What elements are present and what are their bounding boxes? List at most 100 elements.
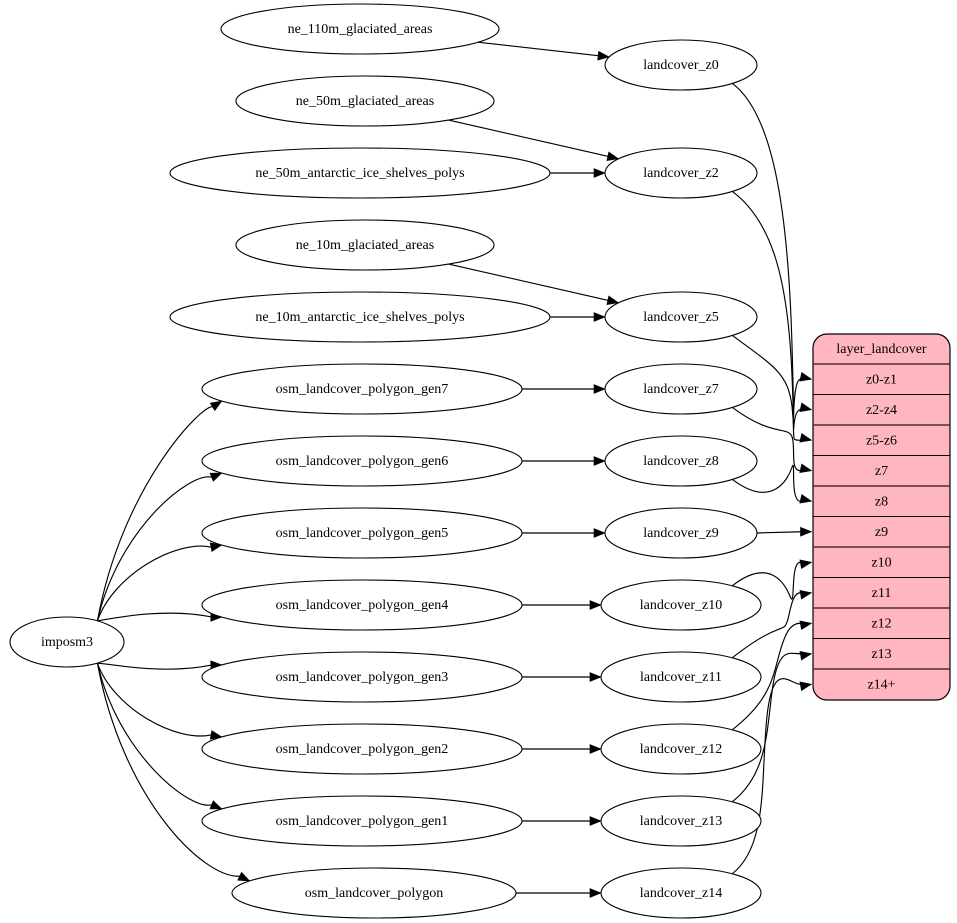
node-landcover_z11[interactable]: landcover_z11 — [600, 651, 762, 703]
node-ellipse[interactable] — [220, 3, 500, 55]
node-ellipse[interactable] — [169, 147, 551, 199]
edge-arrowhead — [209, 800, 223, 810]
edge-arrowhead — [209, 472, 223, 482]
edge-arrowhead — [593, 168, 606, 178]
table-row[interactable]: z7 — [813, 456, 950, 487]
table-row[interactable]: z8 — [813, 486, 950, 517]
table-row-hit[interactable] — [813, 578, 950, 609]
node-ellipse[interactable] — [231, 867, 517, 919]
node-ne_10m_glaciated_areas[interactable]: ne_10m_glaciated_areas — [235, 219, 495, 271]
edge-arrowhead — [593, 384, 606, 394]
table-row-hit[interactable] — [813, 395, 950, 426]
edge-arrowhead — [593, 528, 606, 538]
node-ellipse[interactable] — [604, 507, 758, 559]
node-osm_landcover_polygon[interactable]: osm_landcover_polygon — [231, 867, 517, 919]
edge-to-table — [731, 622, 801, 731]
edge-ne_10m_glaciated_areas — [448, 263, 608, 301]
table-row[interactable]: z13 — [813, 639, 950, 670]
node-ne_50m_antarctic_ice_shelves_polys[interactable]: ne_50m_antarctic_ice_shelves_polys — [169, 147, 551, 199]
node-ellipse[interactable] — [600, 579, 762, 631]
node-landcover_z10[interactable]: landcover_z10 — [600, 579, 762, 631]
edges-layer — [96, 41, 813, 898]
table-row-hit[interactable] — [813, 608, 950, 639]
node-landcover_z13[interactable]: landcover_z13 — [600, 795, 762, 847]
node-ellipse[interactable] — [604, 291, 758, 343]
edge-arrowhead — [799, 433, 813, 443]
node-ellipse[interactable] — [9, 616, 125, 668]
table-row[interactable]: z10 — [813, 547, 950, 578]
table-row[interactable]: z12 — [813, 608, 950, 639]
node-ellipse[interactable] — [169, 291, 551, 343]
node-ellipse[interactable] — [201, 579, 523, 631]
edge-arrowhead — [799, 590, 813, 600]
table-row-hit[interactable] — [813, 456, 950, 487]
table-row[interactable]: z9 — [813, 517, 950, 548]
node-ellipse[interactable] — [201, 651, 523, 703]
table-row[interactable]: z14+ — [813, 669, 950, 700]
table-row-hit[interactable] — [813, 486, 950, 517]
node-ellipse[interactable] — [604, 363, 758, 415]
edge-to-table — [731, 561, 801, 600]
edge-arrowhead — [589, 600, 602, 610]
edge-imposm3 — [96, 476, 212, 621]
node-osm_landcover_polygon_gen5[interactable]: osm_landcover_polygon_gen5 — [201, 507, 523, 559]
node-landcover_z5[interactable]: landcover_z5 — [604, 291, 758, 343]
node-landcover_z0[interactable]: landcover_z0 — [604, 39, 758, 91]
node-ne_110m_glaciated_areas[interactable]: ne_110m_glaciated_areas — [220, 3, 500, 55]
node-landcover_z7[interactable]: landcover_z7 — [604, 363, 758, 415]
table-row[interactable]: z0-z1 — [813, 364, 950, 395]
edge-ne_50m_glaciated_areas — [448, 119, 608, 157]
node-landcover_z14[interactable]: landcover_z14 — [600, 867, 762, 919]
node-ellipse[interactable] — [600, 867, 762, 919]
node-ne_50m_glaciated_areas[interactable]: ne_50m_glaciated_areas — [235, 75, 495, 127]
node-landcover_z9[interactable]: landcover_z9 — [604, 507, 758, 559]
node-ellipse[interactable] — [201, 507, 523, 559]
edge-arrowhead — [597, 50, 610, 61]
table-row-hit[interactable] — [813, 425, 950, 456]
edge-to-table — [732, 190, 801, 431]
table-row-hit[interactable] — [813, 669, 950, 700]
node-ellipse[interactable] — [201, 795, 523, 847]
table-row-hit[interactable] — [813, 517, 950, 548]
node-ellipse[interactable] — [235, 75, 495, 127]
node-landcover_z2[interactable]: landcover_z2 — [604, 147, 758, 199]
nodes-layer: imposm3 ne_110m_glaciated_areas ne_50m_gla… — [9, 3, 762, 919]
node-osm_landcover_polygon_gen1[interactable]: osm_landcover_polygon_gen1 — [201, 795, 523, 847]
node-ellipse[interactable] — [201, 363, 523, 415]
node-ne_10m_antarctic_ice_shelves_polys[interactable]: ne_10m_antarctic_ice_shelves_polys — [169, 291, 551, 343]
node-ellipse[interactable] — [604, 435, 758, 487]
node-osm_landcover_polygon_gen2[interactable]: osm_landcover_polygon_gen2 — [201, 723, 523, 775]
edge-arrowhead — [593, 312, 606, 322]
table-row[interactable]: z11 — [813, 578, 950, 609]
node-osm_landcover_polygon_gen7[interactable]: osm_landcover_polygon_gen7 — [201, 363, 523, 415]
edge-to-table — [732, 82, 801, 418]
node-osm_landcover_polygon_gen6[interactable]: osm_landcover_polygon_gen6 — [201, 435, 523, 487]
node-imposm3[interactable]: imposm3 — [9, 616, 125, 668]
edge-arrowhead — [799, 463, 813, 474]
node-osm_landcover_polygon_gen4[interactable]: osm_landcover_polygon_gen4 — [201, 579, 523, 631]
node-ellipse[interactable] — [600, 795, 762, 847]
edge-arrowhead — [589, 744, 602, 754]
edge-arrowhead — [799, 651, 813, 661]
layer-landcover-table[interactable]: layer_landcoverz0-z1z2-z4z5-z6z7z8z9z10z… — [812, 333, 951, 701]
edge-ne_110m_glaciated_areas — [477, 41, 599, 57]
table-row-hit[interactable] — [813, 547, 950, 578]
table-row-hit[interactable] — [813, 639, 950, 670]
node-landcover_z12[interactable]: landcover_z12 — [600, 723, 762, 775]
table-row-hit[interactable] — [813, 364, 950, 395]
node-ellipse[interactable] — [604, 39, 758, 91]
node-ellipse[interactable] — [235, 219, 495, 271]
node-osm_landcover_polygon_gen3[interactable]: osm_landcover_polygon_gen3 — [201, 651, 523, 703]
node-ellipse[interactable] — [600, 651, 762, 703]
node-ellipse[interactable] — [201, 435, 523, 487]
edge-arrowhead — [800, 526, 813, 537]
table-row[interactable]: z5-z6 — [813, 425, 950, 456]
edge-imposm3 — [96, 663, 240, 877]
edge-arrowhead — [799, 494, 813, 504]
node-ellipse[interactable] — [604, 147, 758, 199]
node-ellipse[interactable] — [600, 723, 762, 775]
node-ellipse[interactable] — [201, 723, 523, 775]
table-row[interactable]: z2-z4 — [813, 395, 950, 426]
node-landcover_z8[interactable]: landcover_z8 — [604, 435, 758, 487]
